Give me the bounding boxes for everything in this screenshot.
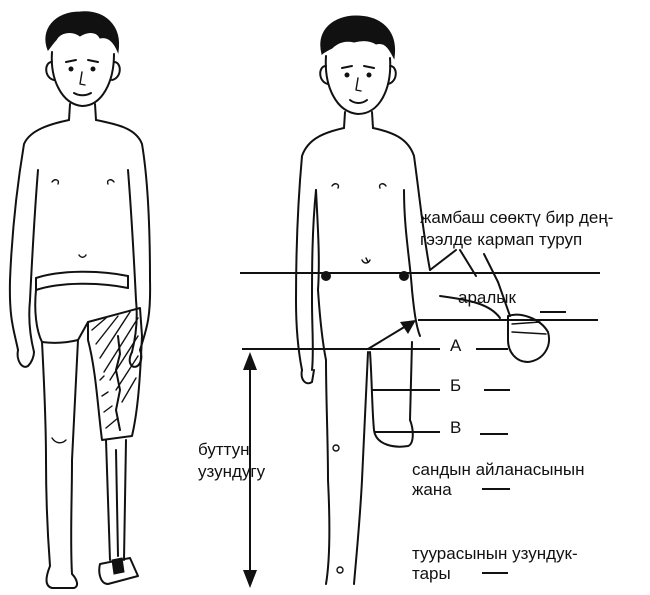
- length-label-line1: туурасынын узундук-: [412, 544, 578, 564]
- measurement-arrow-icon: [368, 320, 416, 349]
- level-a-label: А: [450, 336, 461, 356]
- length-label-line2: тары: [412, 564, 451, 584]
- gap-label: аралык: [458, 288, 516, 308]
- level-v-label: В: [450, 418, 461, 438]
- leg-length-label-line1: буттун: [198, 440, 250, 460]
- leg-length-label-line2: узундугу: [198, 462, 265, 482]
- circumference-label-line1: сандын айланасынын: [412, 460, 584, 480]
- circumference-label-line2: жана: [412, 480, 452, 500]
- left-child-figure-icon: [10, 12, 150, 588]
- pelvis-label-line2: гээлде кармап туруп: [420, 230, 582, 250]
- measurement-lines: [240, 273, 600, 573]
- level-b-label: Б: [450, 376, 461, 396]
- pelvis-label-line1: жамбаш сөөктү бир дең-: [420, 208, 613, 228]
